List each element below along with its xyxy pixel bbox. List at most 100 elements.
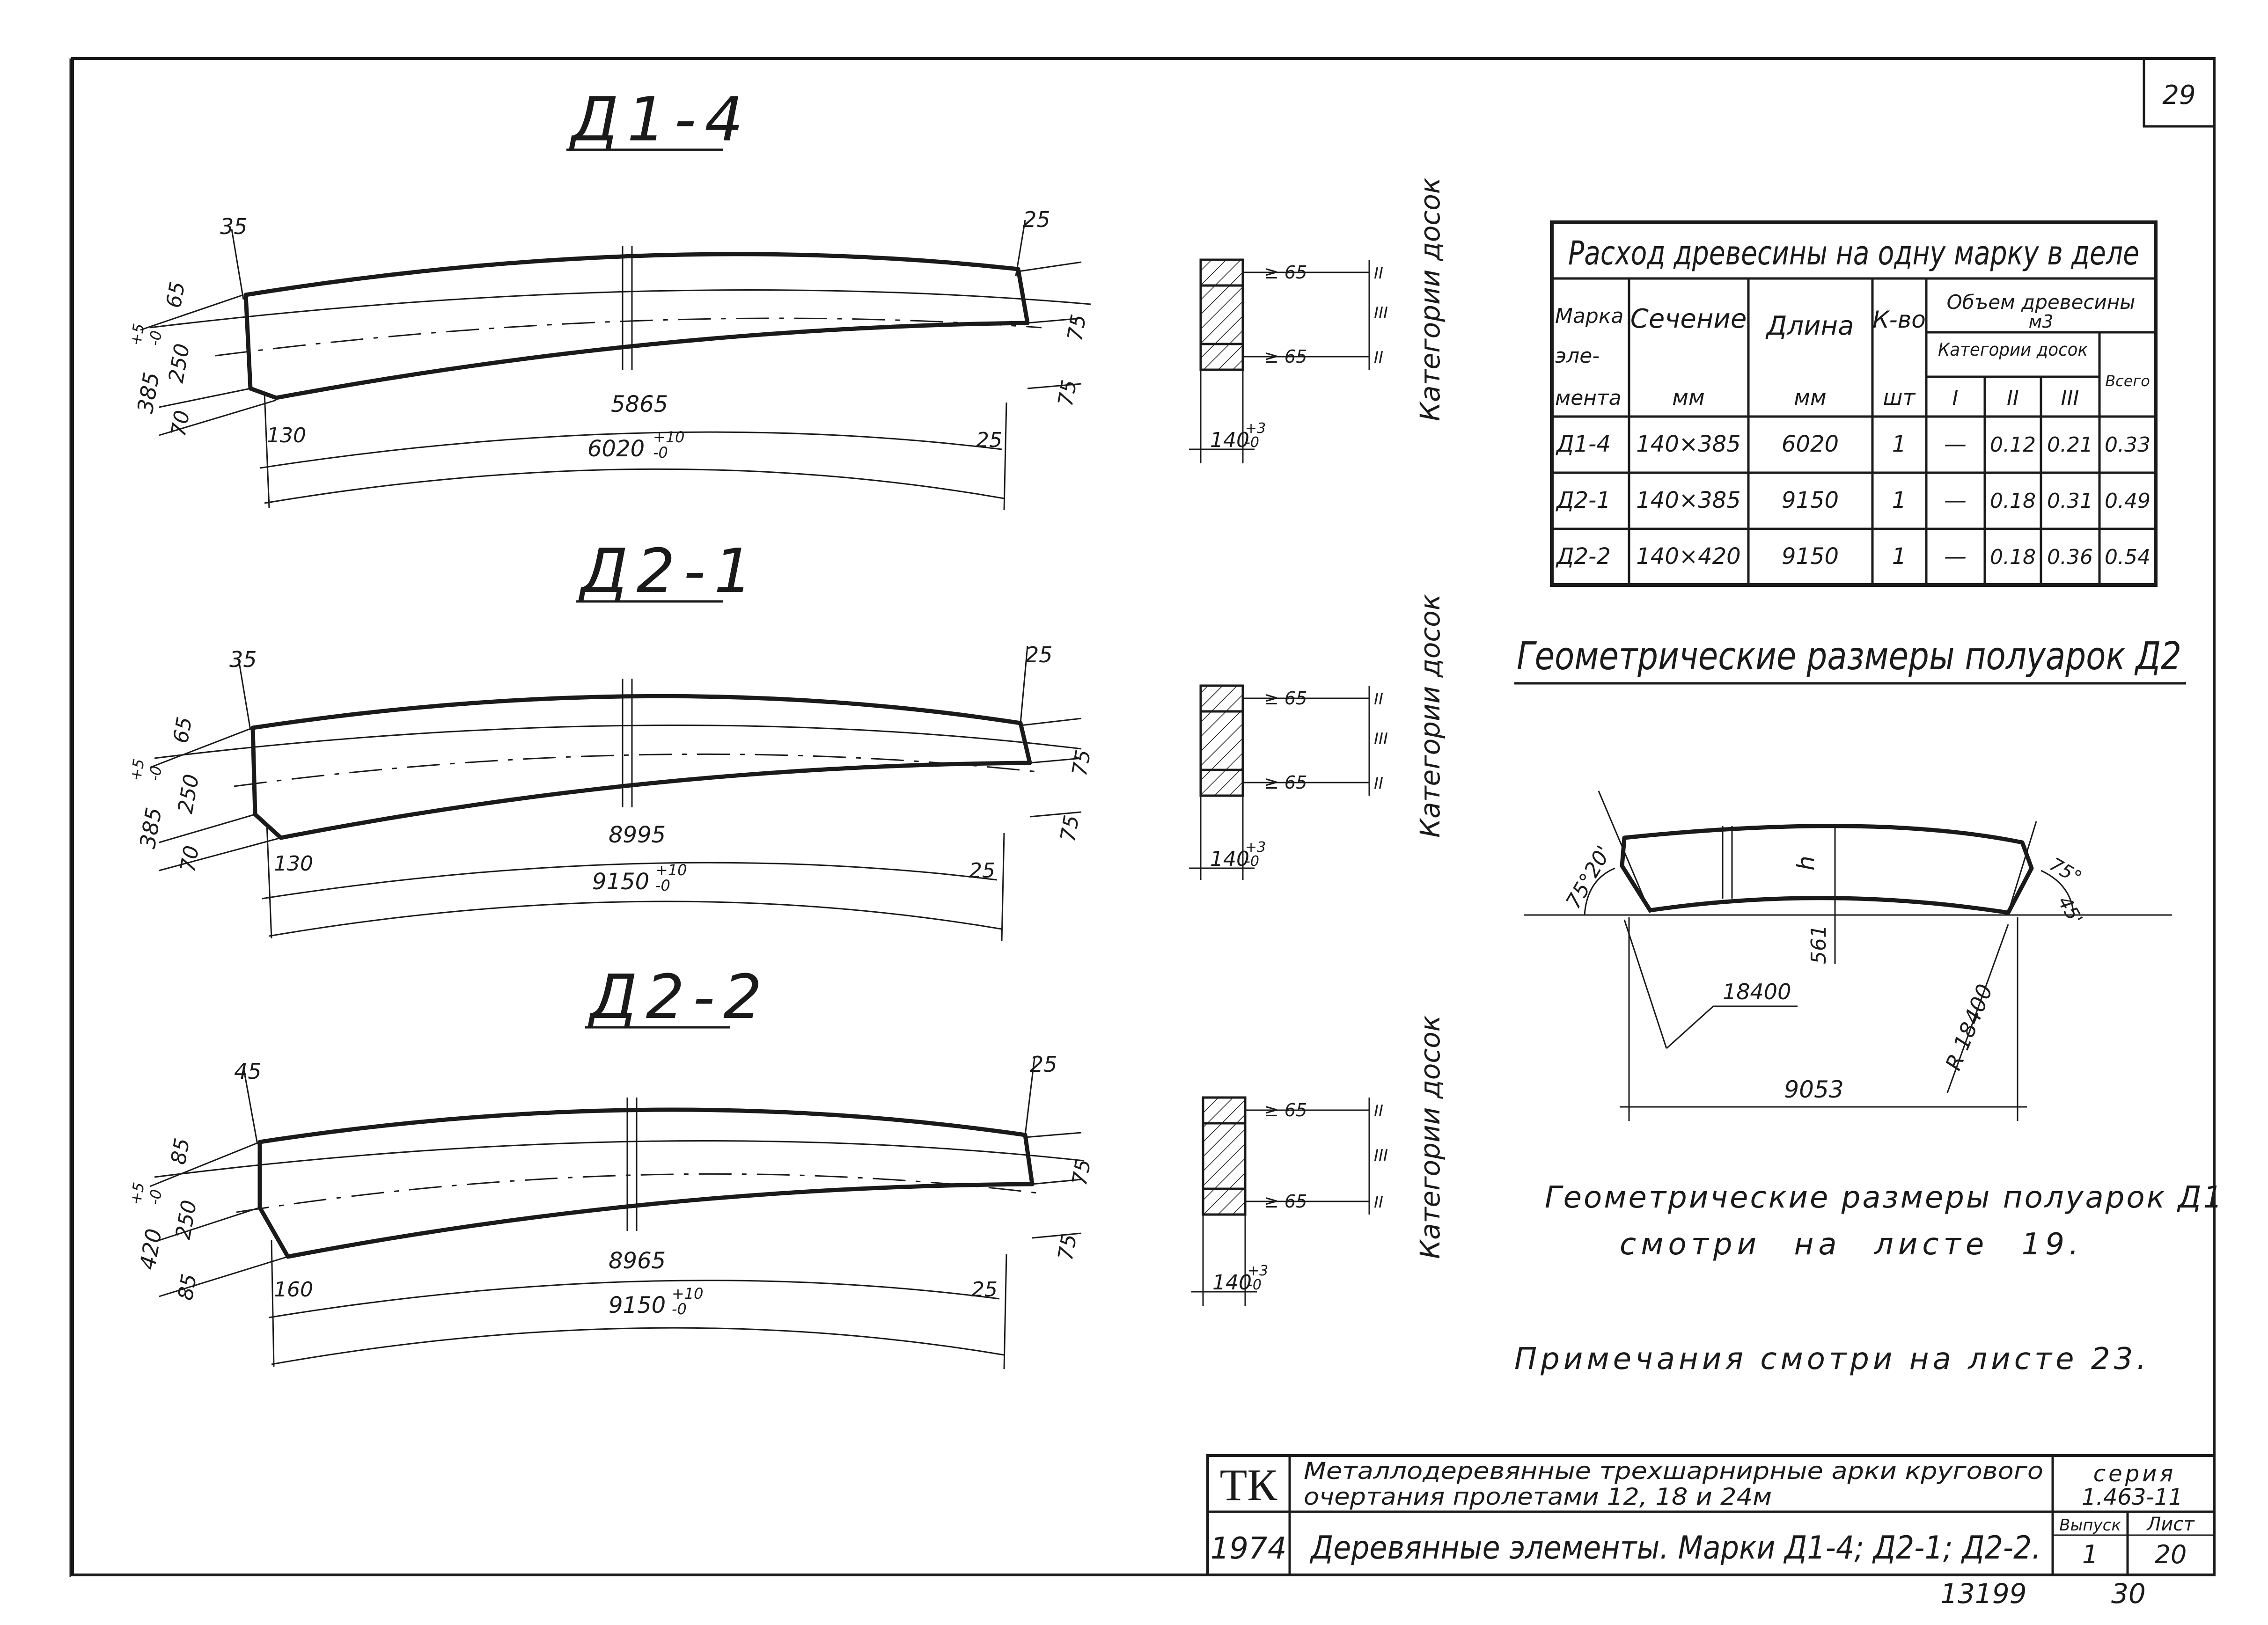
- cell-mark: Д2-2: [1556, 543, 1611, 570]
- angle-line-left: [1598, 791, 1651, 913]
- cell-count: 1: [1892, 431, 1907, 457]
- cell-cat-2: 0.18: [1990, 489, 2036, 513]
- inventory-number: 13199: [1940, 1578, 2027, 1610]
- half-arch-outline: [1620, 824, 2034, 915]
- dim-ext-line: [149, 727, 253, 769]
- dim-total-tol-minus: -0: [145, 1188, 165, 1206]
- dim-ext-line: [1018, 261, 1082, 272]
- section-mid-board: [1202, 1122, 1247, 1190]
- dim-line: [264, 468, 1005, 504]
- radius-line-right: [1946, 924, 2009, 1093]
- angle-left-label: 75°20': [1561, 842, 1616, 913]
- cat-bottom: II: [1374, 1193, 1383, 1212]
- dim-depth: 250: [174, 772, 204, 815]
- section-caption: Категории досок: [1414, 1015, 1446, 1259]
- dim-length: 9150: [592, 869, 649, 895]
- dim-total-tol-plus: +5: [126, 322, 148, 347]
- dim-ext-line: [149, 1141, 260, 1187]
- section-caption: Категории досок: [1414, 177, 1446, 421]
- cat-top: II: [1374, 690, 1383, 709]
- dim-total-height: 420: [135, 1227, 167, 1272]
- dim-right-bottom-offset: 25: [976, 428, 1002, 452]
- title-block-frame: [1206, 1454, 2216, 1576]
- title-name-line-3: Деревянные элементы. Марки Д1-4; Д2-1; Д…: [1309, 1530, 2041, 1566]
- cat-mid: III: [1374, 730, 1388, 748]
- dim-total-tol-plus: +5: [126, 757, 148, 782]
- dim-right-top: 75: [1063, 313, 1091, 343]
- dim-ext-line: [159, 388, 251, 408]
- dim-length-tol-minus: -0: [655, 877, 670, 894]
- header-volume: Объем древесины: [1947, 291, 2136, 314]
- cat-mid: III: [1374, 1146, 1388, 1165]
- title-block: ТК 1974 Металлодеревянные трехшарнирные …: [1206, 1454, 2216, 1576]
- dim-line: [154, 725, 1082, 759]
- dim-length: 6020: [587, 436, 645, 462]
- sheet-number: 29: [2162, 80, 2195, 110]
- dim-ext-line: [231, 229, 244, 300]
- header-mark: эле-: [1555, 344, 1600, 368]
- sheet-number-box: [2143, 57, 2216, 128]
- dim-total-tol-plus: +5: [126, 1181, 148, 1206]
- cell-section: 140×385: [1636, 487, 1740, 513]
- section-width-tol-plus: +3: [1248, 1263, 1268, 1279]
- dim-ext-line: [271, 1240, 275, 1367]
- section-width: 140: [1210, 428, 1249, 452]
- header-length: Длина: [1765, 311, 1854, 341]
- dim-ext-line: [1027, 317, 1082, 324]
- rise-label: 561: [1807, 925, 1831, 964]
- section-width-tol-minus: -0: [1248, 1277, 1262, 1293]
- dim-length-tol-plus: +10: [655, 861, 687, 879]
- section-bottom-board: [1202, 1187, 1247, 1216]
- dim-ext-line: [238, 659, 251, 731]
- issue-value: 1: [2082, 1540, 2098, 1569]
- sheet-frame: [71, 57, 2216, 1576]
- cell-cat-2: 0.12: [1990, 433, 2036, 457]
- dim-total-tol-minus: -0: [145, 764, 165, 782]
- grade-top: ≥ 65: [1264, 688, 1307, 709]
- cell-cat-2: 0.18: [1990, 545, 2036, 569]
- header-cat-2: II: [2007, 386, 2019, 410]
- cell-length: 9150: [1782, 487, 1839, 513]
- dim-ext-line: [140, 294, 244, 331]
- dim-total-height: 385: [135, 805, 167, 850]
- dim-depth: 250: [171, 1198, 202, 1241]
- table-frame: [1550, 220, 2158, 587]
- dim-ext-line: [1032, 1178, 1082, 1185]
- cell-cat-1: —: [1944, 431, 1967, 457]
- dim-length-tol-plus: +10: [653, 428, 685, 446]
- dim-line: [149, 289, 1091, 329]
- section-mid-board: [1199, 710, 1244, 771]
- header-section-unit: мм: [1672, 385, 1704, 410]
- section-top-board: [1199, 258, 1244, 287]
- section-width: 140: [1210, 847, 1249, 871]
- cell-cat-3: 0.31: [2047, 489, 2093, 513]
- dim-ext-line: [266, 823, 272, 939]
- cell-section: 140×385: [1636, 431, 1740, 457]
- drawing-d2-1: Д2-1 35 25 65 250 70 385 +5 -0 75 75 130…: [126, 535, 1446, 941]
- dim-ext-line: [159, 399, 277, 436]
- dim-right-bottom: 75: [1056, 813, 1084, 843]
- arch-outline: [250, 694, 1032, 840]
- arch-axis: [236, 1173, 1042, 1213]
- cell-mark: Д2-1: [1556, 487, 1611, 513]
- dim-inner-length: 8995: [609, 822, 666, 848]
- dim-total-height: 385: [132, 370, 164, 415]
- arch-axis: [215, 317, 1042, 357]
- cell-total: 0.33: [2105, 433, 2151, 457]
- section-caption: Категории досок: [1414, 594, 1446, 838]
- dim-line: [262, 862, 998, 900]
- dim-line: [269, 1280, 1000, 1318]
- dim-ext-line: [1020, 645, 1028, 724]
- dim-right-top: 75: [1068, 1157, 1096, 1187]
- note-line-2: смотри на листе 19.: [1620, 1227, 2083, 1262]
- dim-inner-length: 5865: [611, 391, 668, 417]
- dim-right-bottom-offset: 25: [971, 1278, 998, 1302]
- dim-left-bottom-offset: 130: [267, 424, 306, 447]
- header-total: Всего: [2105, 372, 2150, 390]
- section-bottom-board: [1199, 769, 1244, 797]
- angle-right-deg-label: 75°: [2046, 854, 2085, 889]
- cell-count: 1: [1892, 543, 1907, 570]
- header-length-unit: мм: [1794, 385, 1826, 410]
- dim-chamfer-right: 25: [1025, 642, 1053, 667]
